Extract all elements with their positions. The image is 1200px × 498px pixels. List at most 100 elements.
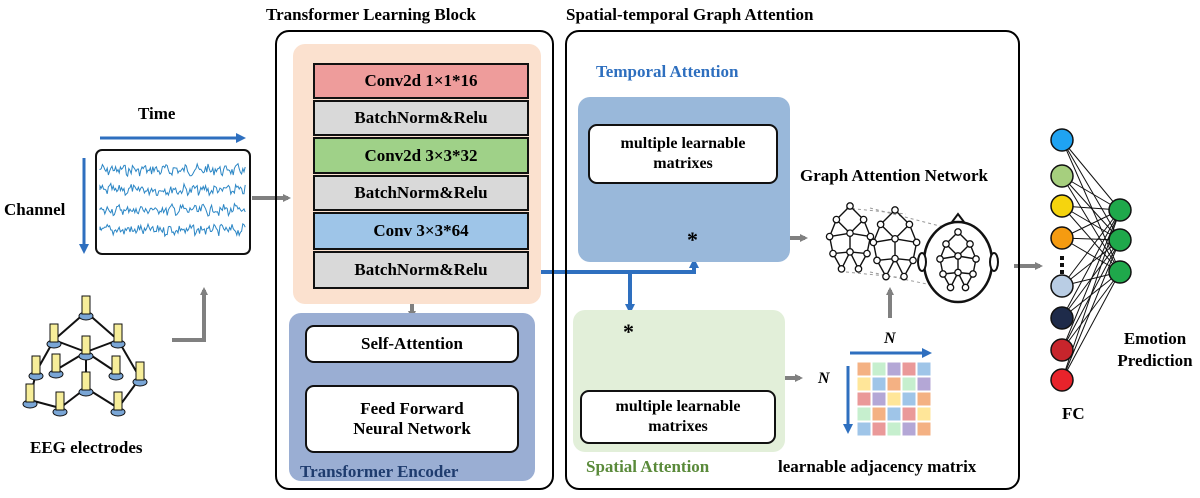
adjacency-cell: [871, 421, 887, 437]
gat-node: [891, 206, 899, 214]
adjacency-cell: [916, 406, 932, 422]
gat-node: [846, 202, 854, 210]
adjacency-cell: [886, 406, 902, 422]
fc-input-node: [1050, 164, 1074, 188]
adjacency-cell: [871, 376, 887, 392]
head-ear-right: [989, 252, 999, 272]
eeg-electrodes-graphic: [22, 295, 148, 417]
eeg-waveforms: [99, 162, 246, 238]
electrode-pin: [49, 323, 59, 343]
fc-ellipsis-dot: [1060, 263, 1064, 267]
adjacency-matrix-grid: [856, 361, 932, 437]
eeg-waveform-line: [99, 162, 246, 178]
electrode-pin: [31, 355, 41, 375]
eeg-waveform-line: [99, 202, 246, 218]
adjacency-cell: [886, 391, 902, 407]
transformer-layer-2: BatchNorm&Relu: [313, 100, 529, 136]
graph-block-title: Spatial-temporal Graph Attention: [566, 5, 814, 24]
feed-forward-box: Feed Forward Neural Network: [305, 385, 519, 453]
fc-network: [1050, 128, 1132, 392]
fc-input-node: [1050, 338, 1074, 362]
gat-node: [954, 268, 962, 277]
fc-output-node: [1108, 260, 1132, 284]
channel-label: Channel: [4, 200, 66, 219]
adjacency-cell: [886, 421, 902, 437]
transformer-encoder-label: Transformer Encoder: [300, 462, 459, 481]
eeg-waveform-line: [99, 222, 246, 238]
adjacency-cell: [916, 391, 932, 407]
head-ear-left: [917, 252, 927, 272]
adjacency-cell: [856, 406, 872, 422]
transformer-layer-6: BatchNorm&Relu: [313, 251, 529, 289]
fc-input-node: [1050, 306, 1074, 330]
electrode-pin: [25, 383, 35, 403]
transformer-layer-5: Conv 3×3*64: [313, 212, 529, 250]
gat-node: [909, 256, 917, 265]
adjacency-cell: [901, 406, 917, 422]
gat-node: [961, 283, 970, 292]
electrode-pin: [55, 391, 65, 411]
transformer-output-path: [541, 258, 699, 274]
electrode-pin: [51, 353, 61, 373]
electrode-pin: [81, 335, 91, 355]
gat-node: [969, 270, 977, 278]
gat-node: [825, 232, 834, 241]
adjacency-cell: [901, 391, 917, 407]
graph-attention-network-figure: [825, 202, 999, 304]
arrow-electrodes-to-eeg: [172, 287, 208, 342]
gat-node: [936, 255, 944, 263]
fc-input-node: [1050, 368, 1074, 392]
electrode-pin: [113, 323, 123, 343]
adjacency-cell: [916, 361, 932, 377]
gat-node: [891, 234, 899, 243]
gat-node: [859, 215, 868, 224]
eeg-signal-box: [95, 149, 251, 255]
fc-input-node: [1050, 194, 1074, 218]
spatial-attention-label: Spatial Attention: [586, 457, 710, 476]
adjacency-cell: [856, 361, 872, 377]
gat-node: [882, 272, 890, 281]
temporal-attention-label: Temporal Attention: [596, 62, 739, 81]
gat-node: [832, 215, 841, 224]
fc-connection: [1061, 139, 1121, 211]
fc-input-node: [1050, 226, 1074, 250]
gat-node: [939, 270, 947, 278]
adjacency-cell: [886, 361, 902, 377]
fc-output-node: [1108, 198, 1132, 222]
gat-node: [866, 232, 875, 241]
adjacency-n-top: N: [884, 330, 896, 347]
adjacency-cell: [916, 421, 932, 437]
fc-connection: [1061, 209, 1121, 319]
gat-node: [942, 240, 950, 248]
adjacency-matrix-label: learnable adjacency matrix: [778, 457, 977, 476]
gat-node: [854, 265, 863, 273]
electrode-pin: [113, 391, 123, 411]
eeg-electrodes-label: EEG electrodes: [30, 438, 143, 457]
electrode-pin: [135, 361, 145, 381]
fc-ellipsis-dot: [1060, 270, 1064, 274]
head-nose: [951, 212, 965, 223]
gat-node: [972, 255, 980, 263]
electrode-pin: [81, 371, 91, 391]
adjacency-cell: [901, 421, 917, 437]
adjacency-cell: [856, 391, 872, 407]
gat-node: [846, 229, 854, 238]
gat-node: [900, 272, 908, 281]
fc-ellipsis-dot: [1060, 256, 1064, 260]
transformer-layer-4: BatchNorm&Relu: [313, 175, 529, 211]
spatial-matrixes-box: multiple learnable matrixes: [580, 390, 776, 444]
adjacency-n-left: N: [818, 370, 830, 387]
fc-connection: [1061, 271, 1121, 381]
gat-node: [876, 220, 885, 229]
gat-node: [966, 240, 974, 248]
gat-node: [946, 283, 955, 292]
gat-node: [873, 256, 881, 265]
gat-node: [954, 228, 962, 236]
fc-input-node: [1050, 274, 1074, 298]
transformer-layer-1: Conv2d 1×1*16: [313, 63, 529, 99]
fc-input-node: [1050, 128, 1074, 152]
gat-node: [912, 238, 921, 247]
gat-node: [863, 249, 871, 258]
gat-node: [829, 249, 837, 258]
